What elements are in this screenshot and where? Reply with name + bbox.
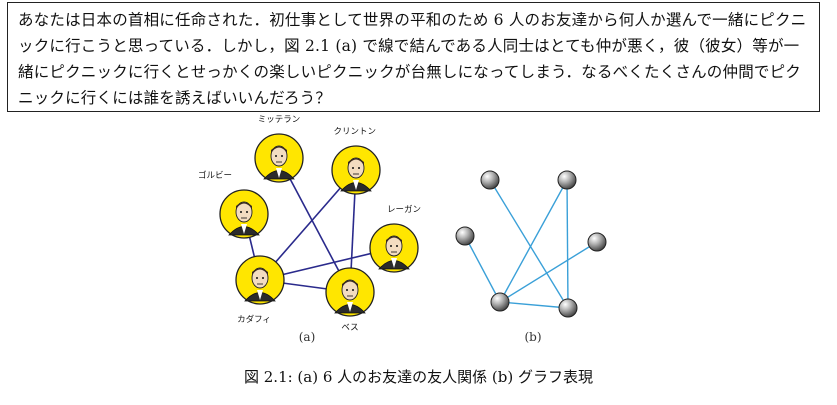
person-name-reagan: レーガン <box>387 204 421 215</box>
person-gorbachev: ゴルビー <box>198 170 269 239</box>
problem-text: あなたは日本の首相に任命された．初仕事として世界の平和のため 6 人のお友達から… <box>18 11 807 107</box>
figure-caption: 図 2.1: (a) 6 人のお友達の友人関係 (b) グラフ表現 <box>243 368 593 386</box>
gaddafi-portrait <box>244 267 276 302</box>
problem-box: あなたは日本の首相に任命された．初仕事として世界の平和のため 6 人のお友達から… <box>7 2 820 112</box>
edge-reagan-gaddafi <box>499 241 598 303</box>
edge-clinton-bess <box>566 179 569 309</box>
edge-clinton-gaddafi <box>499 179 568 303</box>
mitterrand-portrait <box>263 145 295 180</box>
person-name-gaddafi: カダフィ <box>237 314 271 325</box>
relation-line-mitterrand-bess <box>278 157 351 293</box>
graph-node-bess <box>558 298 578 318</box>
person-bess: ベス <box>325 267 375 333</box>
graph-node-gaddafi <box>490 292 510 312</box>
person-name-clinton: クリントン <box>333 127 376 137</box>
person-name-gorbachev: ゴルビー <box>198 170 232 181</box>
edge-mitterrand-bess <box>489 179 569 309</box>
edge-gaddafi-bess <box>499 301 569 309</box>
person-reagan: レーガン <box>369 204 421 273</box>
reagan-portrait <box>378 235 410 270</box>
graph-b-edges <box>464 179 598 309</box>
person-name-bess: ベス <box>341 323 358 333</box>
person-mitterrand: ミッテラン <box>254 115 304 183</box>
clinton-portrait <box>340 157 372 192</box>
graph-node-clinton <box>557 170 577 190</box>
graph-node-reagan <box>587 232 607 252</box>
panel-b-label: (b) <box>524 330 541 344</box>
gorbachev-portrait <box>228 201 260 236</box>
person-name-mitterrand: ミッテラン <box>258 115 301 125</box>
panel-a-label: (a) <box>299 330 316 344</box>
graph-node-gorbachev <box>455 226 475 246</box>
queen-portrait <box>334 279 366 314</box>
person-gaddafi: カダフィ <box>235 255 285 325</box>
edge-gorbachev-gaddafi <box>464 235 501 303</box>
person-clinton: クリントン <box>331 127 381 195</box>
graph-node-mitterrand <box>480 170 500 190</box>
graph-b-nodes <box>455 170 607 318</box>
